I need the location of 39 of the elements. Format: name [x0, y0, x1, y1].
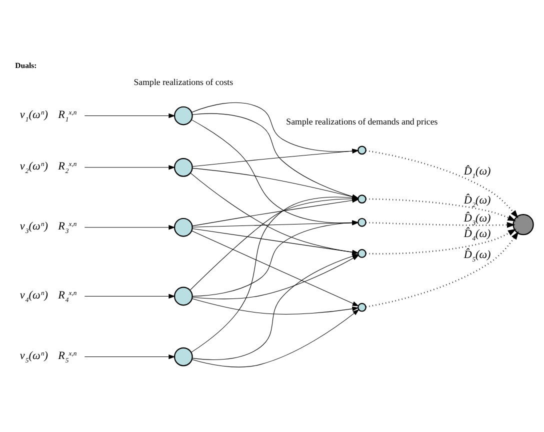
arrow	[84, 165, 176, 170]
node-label: v$_{3}$(ω$^{n}$)	[20, 220, 48, 236]
arrow	[192, 102, 359, 154]
arrow	[366, 150, 518, 218]
node-label: v$_{4}$(ω$^{n}$)	[20, 289, 48, 304]
edge-label: D̂$_{2}$(ω)	[464, 194, 491, 210]
node-label: v$_{1}$(ω$^{n}$)	[20, 108, 48, 124]
arrow	[192, 228, 359, 254]
arrow	[84, 225, 176, 230]
arrow	[192, 309, 360, 368]
arrow	[84, 113, 176, 118]
edge-label: D̂$_{3}$(ω)	[464, 212, 491, 227]
node-label: v$_{2}$(ω$^{n}$)	[20, 160, 48, 176]
diagram-title: Duals:	[15, 61, 37, 70]
arrow	[84, 354, 176, 360]
node-circle	[358, 302, 366, 312]
arrow	[366, 198, 516, 222]
node-circle	[174, 347, 193, 366]
node-circle	[174, 106, 193, 126]
node-label: v$_{5}$(ω$^{n}$)	[20, 350, 48, 365]
node-circle	[512, 214, 534, 236]
label: Sample realizations of costs	[134, 77, 234, 88]
edge-label: D̂$_{4}$(ω)	[464, 228, 491, 242]
node-circle	[174, 286, 193, 306]
edge-label: D̂$_{1}$(ω)	[464, 166, 491, 180]
arrow	[192, 298, 359, 314]
arrow	[366, 231, 519, 308]
node-circle	[358, 249, 366, 258]
arrow	[366, 222, 516, 228]
label: Sample realizations of demands and prices	[286, 116, 438, 127]
arrow	[84, 294, 176, 299]
node-circle	[358, 194, 366, 204]
arrow	[366, 228, 516, 254]
edge-label: D̂$_{5}$(ω)	[464, 248, 491, 264]
node-circle	[358, 146, 366, 155]
arrow	[192, 148, 359, 167]
node-circle	[174, 218, 193, 237]
node-circle	[358, 218, 366, 227]
node-circle	[174, 158, 193, 177]
